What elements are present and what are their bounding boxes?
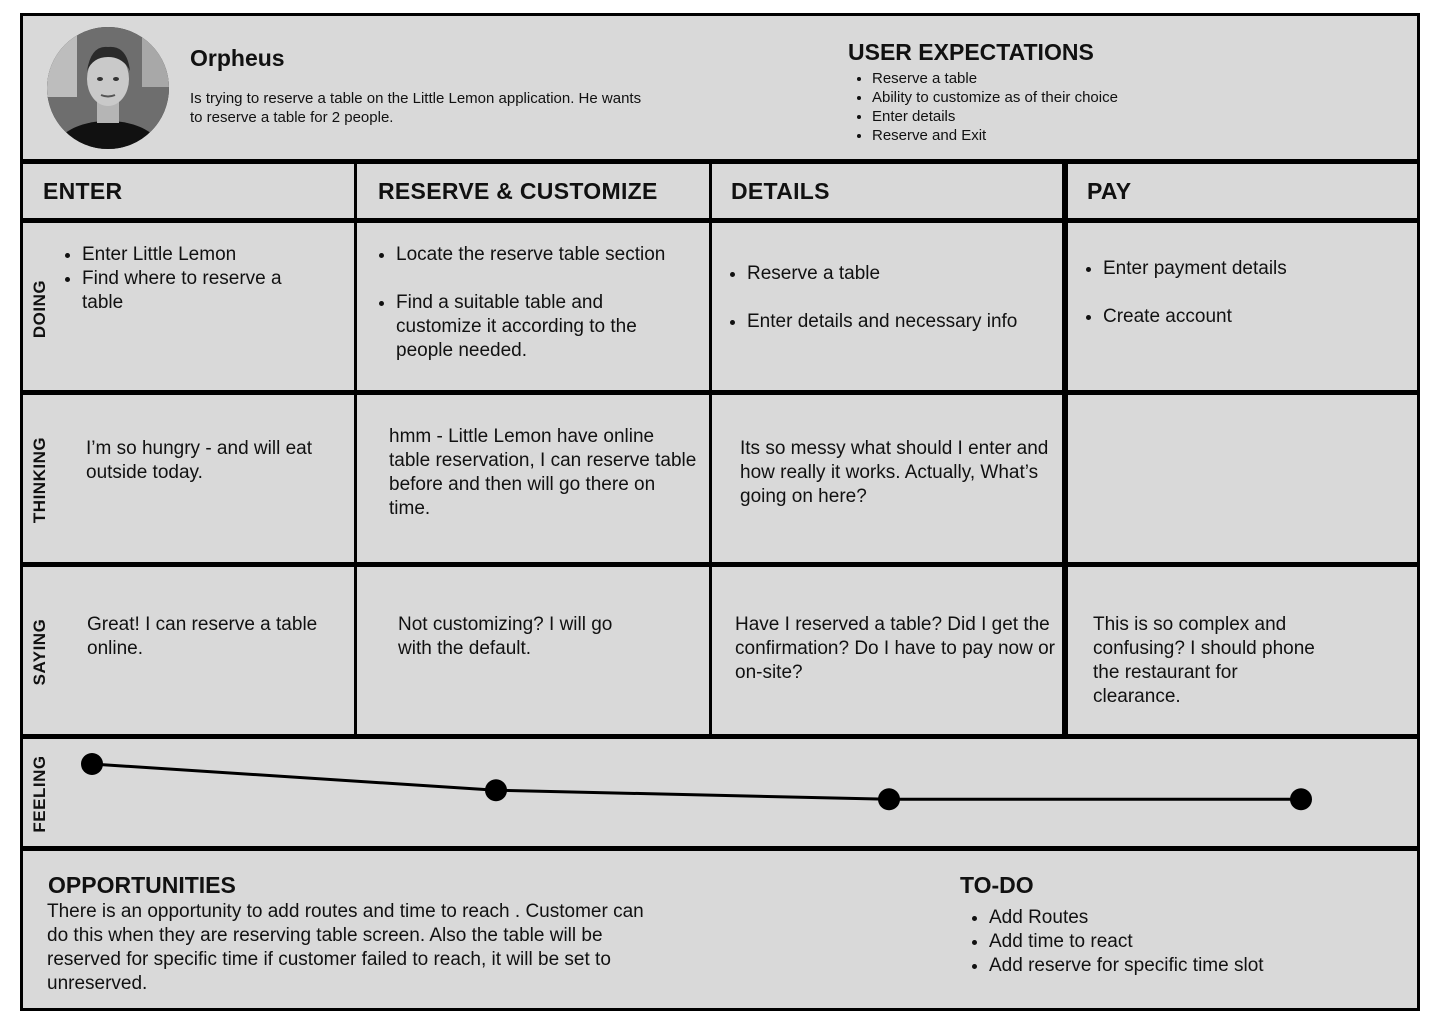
list-item: Find where to reserve a table [82, 267, 320, 315]
divider-feeling [20, 846, 1420, 851]
user-expectations-list: Reserve a table Ability to customize as … [848, 69, 1118, 145]
list-item: Enter Little Lemon [82, 243, 320, 267]
feeling-line [91, 762, 1301, 801]
persona-name: Orpheus [190, 45, 285, 71]
divider-thinking [20, 562, 1420, 567]
divider-doing [20, 390, 1420, 395]
row-label-thinking: THINKING [30, 436, 49, 524]
list-item: Add Routes [989, 906, 1264, 930]
persona-avatar [47, 27, 169, 149]
list-item: Add reserve for specific time slot [989, 954, 1264, 978]
list-item: Ability to customize as of their choice [872, 88, 1118, 107]
stage-enter: ENTER [43, 178, 123, 204]
list-item: Enter payment details [1103, 257, 1411, 281]
doing-reserve: Locate the reserve table section Find a … [374, 243, 706, 363]
list-item: Create account [1103, 305, 1411, 329]
list-item: Reserve a table [747, 262, 1060, 286]
stage-reserve-customize: RESERVE & CUSTOMIZE [378, 178, 658, 204]
person-portrait-icon [47, 27, 169, 149]
divider-stages [20, 218, 1420, 223]
persona-description: Is trying to reserve a table on the Litt… [190, 90, 642, 126]
todo-title: TO-DO [960, 872, 1034, 898]
list-item: Reserve a table [872, 69, 1118, 88]
list-item: Enter details and necessary info [747, 310, 1060, 334]
todo-list: Add Routes Add time to react Add reserve… [967, 906, 1264, 978]
list-item: Reserve and Exit [872, 126, 1118, 145]
saying-enter: Great! I can reserve a table online. [87, 614, 318, 659]
column-divider-2 [709, 162, 712, 736]
list-item: Locate the reserve table section [396, 243, 706, 267]
column-divider-1 [354, 162, 357, 736]
opportunities-text: There is an opportunity to add routes an… [47, 901, 644, 994]
stage-details: DETAILS [731, 178, 830, 204]
feeling-point-4 [1290, 788, 1312, 811]
journey-map-board [20, 13, 1420, 1011]
saying-details: Have I reserved a table? Did I get the c… [735, 614, 1056, 683]
divider-persona [20, 159, 1420, 164]
doing-details: Reserve a table Enter details and necess… [725, 262, 1060, 334]
feeling-point-1 [81, 753, 103, 775]
thinking-details: Its so messy what should I enter and how… [740, 438, 1049, 507]
list-item: Add time to react [989, 930, 1264, 954]
row-label-doing: DOING [30, 279, 49, 339]
column-divider-3 [1062, 162, 1065, 736]
saying-pay: This is so complex and confusing? I shou… [1093, 614, 1315, 707]
thinking-enter: I’m so hungry - and will eat outside tod… [86, 438, 312, 483]
column-divider-3b [1065, 162, 1068, 736]
feeling-point-3 [878, 788, 900, 811]
doing-pay: Enter payment details Create account [1081, 257, 1411, 329]
divider-saying [20, 734, 1420, 739]
stage-pay: PAY [1087, 178, 1132, 204]
row-label-saying: SAYING [30, 618, 49, 686]
thinking-reserve: hmm - Little Lemon have online table res… [389, 426, 697, 519]
feeling-point-2 [485, 779, 507, 802]
feeling-chart [81, 753, 1312, 811]
opportunities-title: OPPORTUNITIES [48, 872, 236, 898]
saying-reserve: Not customizing? I will go with the defa… [398, 614, 613, 659]
list-item: Find a suitable table and customize it a… [396, 291, 686, 363]
doing-enter: Enter Little Lemon Find where to reserve… [60, 243, 320, 315]
list-item: Enter details [872, 107, 1118, 126]
user-expectations-title: USER EXPECTATIONS [848, 39, 1094, 65]
